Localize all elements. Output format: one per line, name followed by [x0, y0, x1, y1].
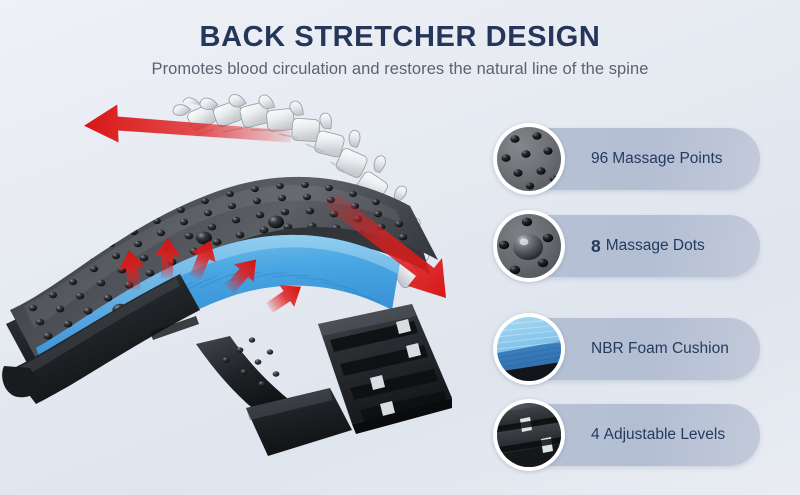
header: BACK STRETCHER DESIGN Promotes blood cir…	[0, 22, 800, 79]
feature-label-massage-points: 96 Massage Points	[591, 128, 723, 190]
pressure-arrows	[118, 238, 301, 313]
thumb-foam-cushion	[493, 313, 565, 385]
feature-rest-1: Massage Dots	[605, 237, 705, 254]
feature-lead-3: 4	[591, 426, 600, 443]
feature-pill-adjustable-levels[interactable]: 4 Adjustable Levels	[493, 399, 760, 471]
feature-label-foam-cushion: NBR Foam Cushion	[591, 318, 729, 380]
arched-frame	[6, 176, 438, 376]
thumb-massage-dots	[493, 210, 565, 282]
feature-label-adjustable-levels: 4 Adjustable Levels	[591, 404, 725, 466]
base-platform	[2, 274, 352, 456]
product-image	[0, 78, 500, 495]
feature-pill-massage-points[interactable]: 96 Massage Points	[493, 123, 760, 195]
feature-rest-3: Adjustable Levels	[603, 426, 726, 443]
feature-rest-2: NBR Foam Cushion	[591, 340, 729, 357]
thumb-adjustable-levels	[493, 399, 565, 471]
feature-pill-massage-dots[interactable]: 8 Massage Dots	[493, 210, 760, 282]
feature-pill-foam-cushion[interactable]: NBR Foam Cushion	[493, 313, 760, 385]
page-title: BACK STRETCHER DESIGN	[199, 21, 601, 53]
feature-rest-0: Massage Points	[612, 150, 723, 167]
stretch-arrow-down-right	[324, 194, 446, 298]
page-subtitle: Promotes blood circulation and restores …	[151, 60, 649, 79]
feature-label-massage-dots: 8 Massage Dots	[591, 215, 705, 277]
feature-lead-1: 8	[591, 235, 601, 256]
stretch-arrow-left	[83, 104, 291, 143]
feature-lead-0: 96	[591, 150, 609, 167]
thumb-massage-points	[493, 123, 565, 195]
adjustment-rack	[318, 304, 452, 434]
frame-vent-slot	[150, 316, 199, 340]
